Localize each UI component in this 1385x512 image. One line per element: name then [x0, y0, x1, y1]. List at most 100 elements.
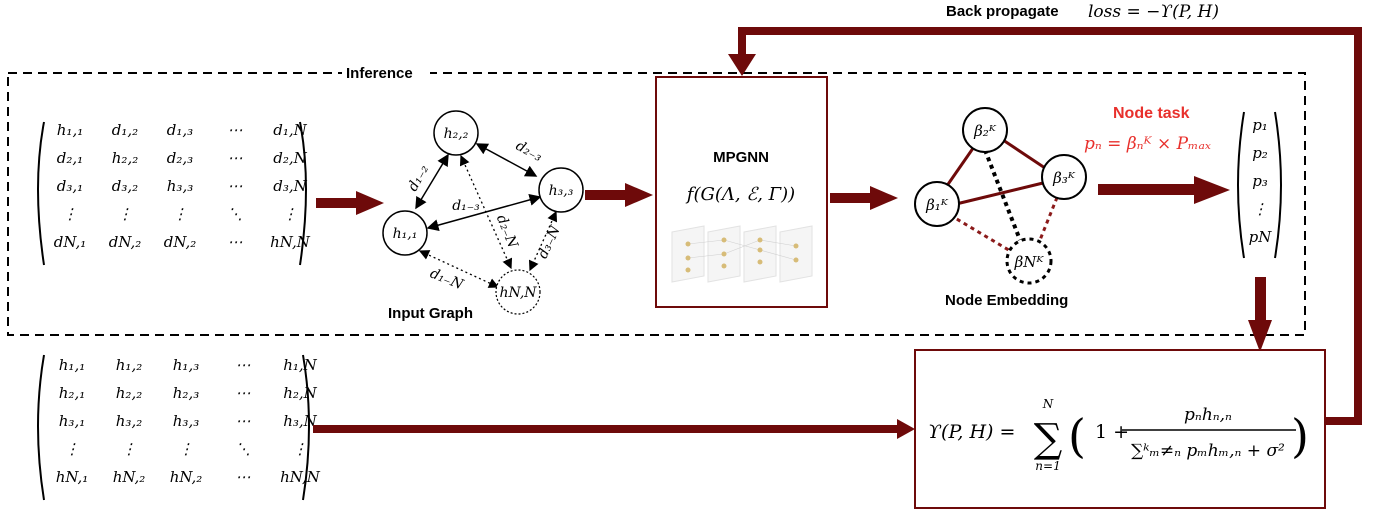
- matrix-cell: ⋮: [293, 440, 308, 458]
- matrix-cell: h₃,₂: [116, 412, 142, 430]
- matrix-cell: h₃,₁: [59, 412, 85, 430]
- matrix-cell: ⋮: [283, 205, 298, 223]
- node-label: h₁,₁: [393, 226, 418, 242]
- matrix-cell: d₂,N: [273, 149, 307, 167]
- matrix-cell: h₂,₁: [59, 384, 85, 402]
- sum-symbol: ∑: [1034, 416, 1063, 462]
- flow-arrows: [313, 27, 1362, 439]
- matrix-cell: ⋯: [228, 121, 243, 139]
- graph-node-hNN: [495, 269, 541, 315]
- input-graph: h₂,₂ h₃,₃ h₁,₁ hN,N d₁₋₂ d₂₋₃ d₁₋₃ d₂₋N …: [382, 110, 584, 322]
- output-vector: p₁ p₂ p₃ ⋮ pN: [1237, 111, 1282, 259]
- node-label: h₃,₃: [549, 183, 574, 199]
- matrix-cell: h₂,₂: [112, 149, 138, 167]
- matrix-cell: hN,₂: [113, 468, 146, 486]
- fraction-numerator: pₙhₙ,ₙ: [1184, 405, 1232, 425]
- matrix-cell: h₁,₂: [116, 356, 142, 374]
- matrix-cell: ⋮: [118, 205, 133, 223]
- matrix-cell: d₁,₃: [167, 121, 193, 139]
- matrix-cell: d₃,N: [273, 177, 307, 195]
- matrix-cell: ⋯: [228, 177, 243, 195]
- node-embedding-graph: β₂ᴷ β₃ᴷ β₁ᴷ βNᴷ Node Embedding: [914, 107, 1087, 309]
- graph-node-h22: [433, 110, 479, 156]
- matrix-cell: h₃,₃: [173, 412, 199, 430]
- objective-lhs: ϒ(P, H) =: [928, 421, 1015, 443]
- matrix-cell: h₁,₁: [57, 121, 83, 139]
- matrix-cell: ⋯: [236, 468, 251, 486]
- matrix-cell: dN,₂: [109, 233, 142, 251]
- matrix-cell: ⋯: [236, 412, 251, 430]
- input-graph-label: Input Graph: [388, 305, 473, 322]
- fraction-denominator: ∑ᵏₘ≠ₙ pₘhₘ,ₙ + σ²: [1131, 441, 1285, 461]
- input-matrix: h₁,₁ d₁,₂ d₁,₃ ⋯ d₁,N d₂,₁ h₂,₂ d₂,₃ ⋯ d₂,N d₃,₁ d₃…: [37, 121, 311, 266]
- vector-cell: ⋮: [1253, 200, 1268, 218]
- back-propagate-label: Back propagate: [946, 3, 1059, 20]
- matrix-cell: ⋯: [236, 356, 251, 374]
- vector-cell: p₃: [1252, 172, 1268, 190]
- matrix-cell: hN,₁: [56, 468, 89, 486]
- node-task-formula: pₙ = βₙᴷ × Pₘₐₓ: [1084, 134, 1211, 154]
- matrix-cell: ⋮: [65, 440, 80, 458]
- matrix-cell: h₂,₃: [173, 384, 199, 402]
- vector-cell: p₁: [1252, 116, 1268, 134]
- matrix-cell: h₃,N: [283, 412, 317, 430]
- matrix-cell: d₃,₂: [112, 177, 138, 195]
- open-paren: (: [1068, 409, 1086, 463]
- matrix-cell: ⋱: [236, 440, 251, 458]
- matrix-cell: d₃,₁: [57, 177, 83, 195]
- matrix-cell: h₃,₃: [167, 177, 193, 195]
- neural-network-illustration: [671, 225, 813, 283]
- inference-region: [7, 72, 1306, 336]
- matrix-cell: d₂,₃: [167, 149, 193, 167]
- matrix-cell: h₁,₁: [59, 356, 85, 374]
- embedding-node-label: β₃ᴷ: [1052, 169, 1076, 187]
- plus-one: 1 +: [1095, 421, 1129, 443]
- node-task-label: Node task: [1113, 105, 1190, 122]
- matrix-cell: ⋮: [179, 440, 194, 458]
- matrix-cell: d₁,N: [273, 121, 307, 139]
- matrix-cell: h₁,₃: [173, 356, 199, 374]
- edge-label: d₁₋N: [428, 265, 466, 293]
- matrix-cell: h₁,N: [283, 356, 317, 374]
- sum-upper: N: [1042, 397, 1054, 411]
- graph-node-h11: [382, 210, 428, 256]
- mpgnn-function: f(G(Λ, ℰ, Γ)): [685, 184, 795, 205]
- matrix-cell: ⋯: [228, 233, 243, 251]
- matrix-cell: dN,₁: [54, 233, 87, 251]
- matrix-cell: h₂,N: [283, 384, 317, 402]
- matrix-cell: ⋮: [122, 440, 137, 458]
- inference-label: Inference: [346, 65, 413, 82]
- matrix-cell: ⋮: [173, 205, 188, 223]
- edge-label: d₂₋N: [493, 213, 521, 251]
- embedding-node-label: β₂ᴷ: [973, 122, 997, 140]
- matrix-cell: ⋮: [63, 205, 78, 223]
- loss-label: loss = −ϒ(P, H): [1088, 2, 1219, 22]
- matrix-cell: d₁,₂: [112, 121, 138, 139]
- matrix-cell: ⋱: [228, 205, 243, 223]
- vector-cell: pN: [1249, 228, 1273, 246]
- matrix-cell: dN,₂: [164, 233, 197, 251]
- matrix-cell: hN,N: [270, 233, 311, 251]
- mpgnn-title: MPGNN: [713, 149, 769, 166]
- matrix-cell: hN,N: [280, 468, 321, 486]
- close-paren: ): [1291, 409, 1309, 463]
- embedding-node-label: βNᴷ: [1014, 253, 1045, 271]
- node-label: h₂,₂: [444, 126, 469, 142]
- mpgnn-block: MPGNN f(G(Λ, ℰ, Γ)): [655, 76, 828, 308]
- channel-matrix: h₁,₁ h₁,₂ h₁,₃ ⋯ h₁,N h₂,₁ h₂,₂ h₂,₃ ⋯ h₂,N h₃,₁ h₃…: [37, 354, 321, 501]
- sum-lower: n=1: [1035, 459, 1060, 473]
- matrix-cell: h₂,₂: [116, 384, 142, 402]
- matrix-cell: ⋯: [228, 149, 243, 167]
- edge-label: d₁₋₃: [452, 198, 480, 214]
- node-label: hN,N: [499, 285, 537, 301]
- graph-node-h33: [538, 167, 584, 213]
- vector-cell: p₂: [1252, 144, 1268, 162]
- embedding-node-label: β₁ᴷ: [925, 196, 949, 214]
- edge-label: d₂₋₃: [513, 138, 545, 165]
- matrix-cell: d₂,₁: [57, 149, 83, 167]
- objective-block: ϒ(P, H) = ∑ N n=1 ( 1 + pₙhₙ,ₙ ∑ᵏₘ≠ₙ pₘh…: [914, 349, 1326, 509]
- matrix-cell: ⋯: [236, 384, 251, 402]
- node-embedding-label: Node Embedding: [945, 292, 1068, 309]
- edge-label: d₃₋N: [535, 223, 564, 261]
